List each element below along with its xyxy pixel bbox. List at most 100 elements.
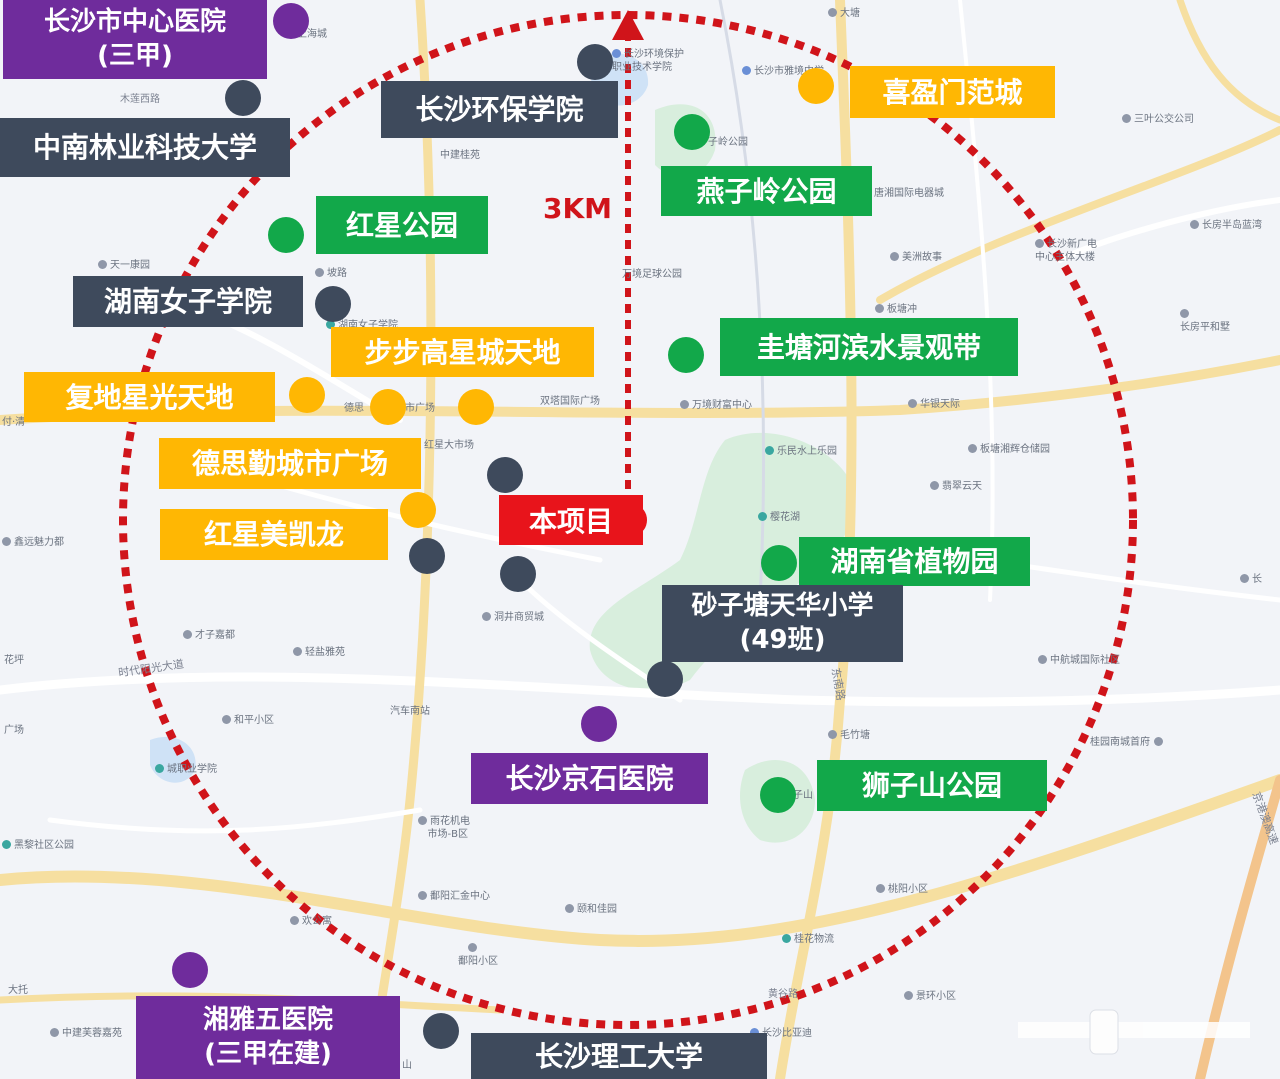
radius-arrowhead — [612, 10, 644, 40]
park-label: 红星公园 — [316, 196, 488, 254]
commerce-label: 步步高星城天地 — [331, 327, 594, 377]
map-label: 长沙环境保护职业技术学院 — [612, 49, 684, 73]
school-label: 中南林业科技大学 — [0, 118, 290, 177]
map-label: 山 — [402, 1060, 412, 1071]
commerce-marker — [370, 389, 406, 425]
map-label: 乐民水上乐园 — [765, 442, 837, 457]
map-label: 湖南女子学院 — [326, 316, 398, 331]
commerce-marker — [458, 389, 494, 425]
map-label: 广场 — [4, 725, 24, 736]
commerce-label: 复地星光天地 — [24, 372, 275, 422]
map-label: 颐和佳园 — [565, 900, 617, 915]
map-label: 樱花湖 — [758, 508, 800, 523]
project-label: 本项目 — [499, 495, 643, 545]
hospital-label: 长沙市中心医院(三甲) — [3, 0, 267, 79]
map-label: 付·清 — [2, 417, 26, 428]
map-label: 翡翠云天 — [930, 477, 982, 492]
map-label: 中航城国际社区 — [1038, 651, 1120, 666]
school-label: 长沙理工大学 — [471, 1033, 767, 1079]
map-label: 坡路 — [315, 264, 347, 279]
school-marker — [423, 1013, 459, 1049]
watermark-decoration — [1018, 1009, 1250, 1055]
school-marker — [647, 661, 683, 697]
hospital-label: 长沙京石医院 — [471, 753, 708, 804]
map-label: 鑫远魅力都 — [2, 533, 64, 548]
map-label: 市广场 — [405, 403, 435, 414]
map-road-label: 木莲西路 — [120, 94, 160, 105]
map-label: 桂花物流 — [782, 930, 834, 945]
map-label: 长房平和墅 — [1180, 308, 1230, 334]
map-label: 红星大市场 — [424, 440, 474, 451]
commerce-marker — [289, 377, 325, 413]
map-label: 三叶公交公司 — [1122, 110, 1194, 125]
map-label: 子山 — [793, 790, 813, 801]
map-label: 大塘 — [828, 4, 860, 19]
park-label: 圭塘河滨水景观带 — [720, 318, 1018, 376]
map-label: 万境足球公园 — [622, 269, 682, 280]
map-label: 毛竹塘 — [828, 726, 870, 741]
map-label: 中建桂苑 — [440, 150, 480, 161]
school-marker — [315, 286, 351, 322]
commerce-label: 红星美凯龙 — [160, 509, 388, 560]
map-label: 花坪 — [4, 655, 24, 666]
map-label: 德思 — [344, 403, 364, 414]
map-label: 才子嘉都 — [183, 626, 235, 641]
commerce-label: 喜盈门范城 — [850, 66, 1055, 118]
school-marker — [409, 538, 445, 574]
school-label: 砂子塘天华小学(49班) — [662, 585, 903, 662]
school-label: 长沙环保学院 — [381, 81, 618, 138]
school-marker — [225, 80, 261, 116]
map-label: 景环小区 — [904, 987, 956, 1002]
map-label: 桂园南城首府 — [1090, 733, 1166, 748]
map-label: 和平小区 — [222, 711, 274, 726]
map-label: 上海城 — [297, 29, 327, 40]
map-label: 长沙比亚迪 — [750, 1024, 812, 1039]
map-label: 长 — [1240, 570, 1262, 585]
hospital-marker — [172, 952, 208, 988]
hospital-marker — [581, 706, 617, 742]
commerce-label: 德思勤城市广场 — [159, 438, 421, 489]
hospital-marker — [273, 3, 309, 39]
school-label: 湖南女子学院 — [73, 276, 303, 327]
radius-distance-label: 3KM — [543, 192, 613, 225]
school-marker — [577, 44, 613, 80]
map-label: 唐湘国际电器城 — [874, 188, 944, 199]
map-label: 鄱阳小区 — [458, 942, 498, 968]
school-marker — [500, 556, 536, 592]
hospital-label: 湘雅五医院(三甲在建) — [136, 996, 400, 1079]
commerce-marker — [798, 68, 834, 104]
map-label: 板塘湘辉仓储园 — [968, 440, 1050, 455]
map-road-label: 黄谷路 — [768, 989, 798, 1000]
botanical-garden-area — [589, 432, 856, 690]
map-label: 大托 — [8, 985, 28, 996]
map-label: 桃阳小区 — [876, 880, 928, 895]
map-label: 板塘冲 — [875, 300, 917, 315]
park-label: 燕子岭公园 — [661, 166, 872, 216]
map-label: 华银天际 — [908, 395, 960, 410]
map-label: 中建芙蓉嘉苑 — [50, 1024, 122, 1039]
park-marker — [668, 337, 704, 373]
map-label: 子岭公园 — [708, 137, 748, 148]
map-label: 汽车南站 — [390, 706, 430, 717]
park-label: 狮子山公园 — [817, 760, 1047, 811]
park-label: 湖南省植物园 — [799, 537, 1030, 586]
map-label: 长沙新广电中心主体大楼 — [1035, 239, 1097, 263]
park-marker — [268, 217, 304, 253]
park-marker — [674, 114, 710, 150]
map-label: 长房半岛蓝湾 — [1190, 216, 1262, 231]
map-label: 美洲故事 — [890, 248, 942, 263]
map-label: 万境财富中心 — [680, 396, 752, 411]
commerce-marker — [400, 492, 436, 528]
map-label: 洞井商贸城 — [482, 608, 544, 623]
map-label: 鄱阳汇金中心 — [418, 887, 490, 902]
map-label: 双塔国际广场 — [540, 396, 600, 407]
map-label: 欢公寓 — [290, 912, 332, 927]
map-label: 城职业学院 — [155, 760, 217, 775]
map-label: 天一康园 — [98, 256, 150, 271]
map-label: 轻盐雅苑 — [293, 643, 345, 658]
school-marker — [487, 457, 523, 493]
park-marker — [760, 777, 796, 813]
radius-circle — [119, 11, 1137, 1029]
map-label: 长沙市雅境中学 — [742, 62, 824, 77]
map-label: 雨花机电 市场-B区 — [418, 815, 470, 841]
